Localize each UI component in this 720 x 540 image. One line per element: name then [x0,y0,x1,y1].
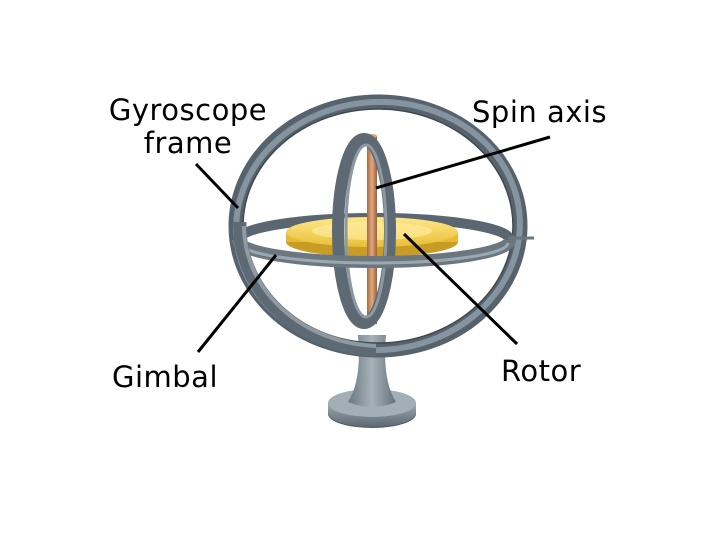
leader-gimbal [196,254,278,353]
gimbal-ring-front [232,236,534,268]
leader-gyroscope-frame [194,162,240,210]
label-spin-axis: Spin axis [472,95,608,129]
label-gyroscope-frame-line1: Gyroscope [108,93,268,127]
label-gimbal: Gimbal [112,360,219,394]
inner-ring [332,133,396,329]
label-gyroscope-frame: Gyroscope frame [88,94,288,160]
label-gyroscope-frame-line2: frame [143,126,233,160]
leader-rotor [402,232,519,346]
label-rotor: Rotor [501,354,582,388]
leader-spin-axis [375,135,551,190]
leader-lines [194,135,551,353]
